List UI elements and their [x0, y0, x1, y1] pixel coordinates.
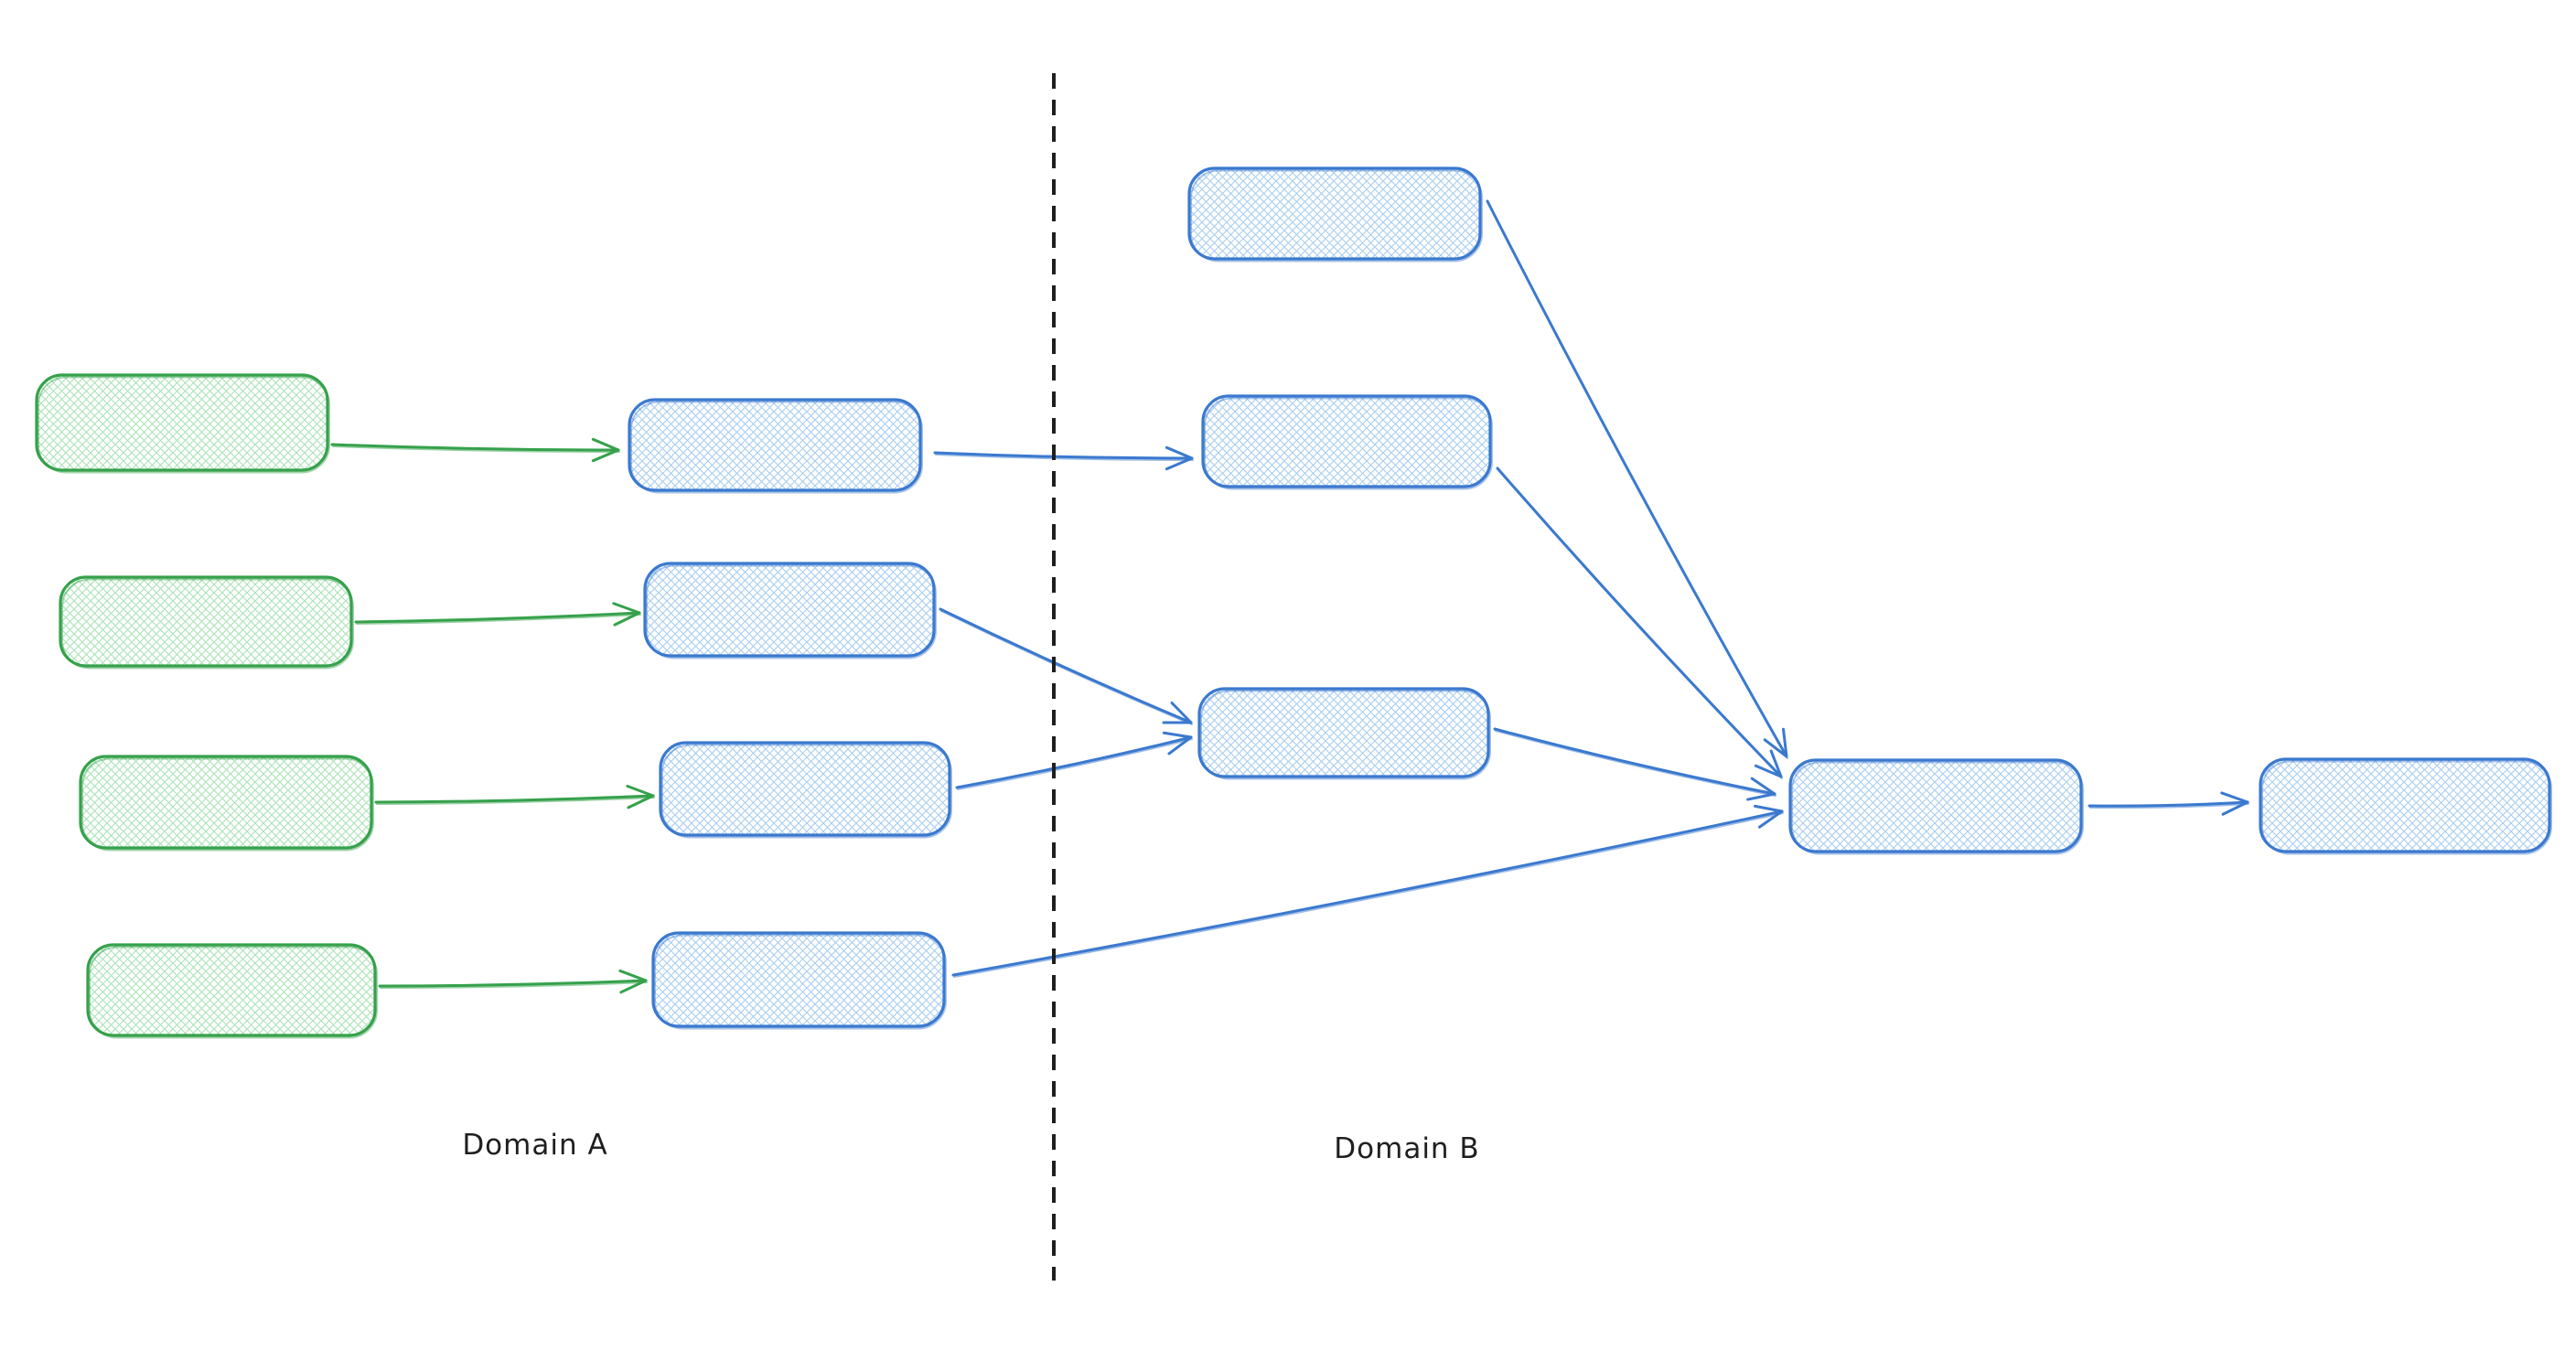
edges-layer — [330, 199, 2249, 994]
node-stage-a-2[interactable] — [643, 562, 937, 659]
domain-b-label[interactable]: Domain B — [1334, 1132, 1479, 1165]
edge-source-2-to-stage-a-2[interactable] — [354, 602, 641, 627]
edge-source-3-to-stage-a-3[interactable] — [374, 785, 655, 809]
node-stage-a-4[interactable] — [651, 931, 947, 1030]
node-source-2[interactable] — [59, 575, 354, 670]
node-source-3[interactable] — [79, 755, 374, 852]
node-stage-b-2[interactable] — [1201, 394, 1493, 490]
node-output[interactable] — [2259, 757, 2552, 855]
node-source-1[interactable] — [35, 373, 330, 474]
node-stage-a-3[interactable] — [659, 741, 952, 839]
edge-source-4-to-stage-a-4[interactable] — [378, 969, 648, 994]
edge-stage-b-1-to-aggregator[interactable] — [1486, 199, 1788, 759]
edge-source-1-to-stage-a-1[interactable] — [330, 437, 620, 463]
edge-stage-b-2-to-aggregator[interactable] — [1496, 466, 1783, 779]
node-stage-b-3[interactable] — [1197, 687, 1491, 780]
domain-a-label[interactable]: Domain A — [462, 1129, 607, 1162]
edge-stage-a-1-to-stage-b-2[interactable] — [933, 445, 1194, 471]
node-stage-a-1[interactable] — [628, 398, 923, 494]
node-aggregator[interactable] — [1788, 758, 2084, 855]
edge-stage-b-3-to-aggregator[interactable] — [1493, 727, 1776, 801]
edge-aggregator-to-output[interactable] — [2088, 791, 2249, 816]
node-stage-b-1[interactable] — [1187, 166, 1483, 263]
nodes-layer — [35, 166, 2552, 1039]
node-source-4[interactable] — [86, 943, 378, 1039]
edge-stage-a-2-to-stage-b-3[interactable] — [939, 607, 1193, 725]
edge-stage-a-4-to-aggregator[interactable] — [951, 804, 1784, 978]
edge-stage-a-3-to-stage-b-3[interactable] — [955, 731, 1193, 790]
